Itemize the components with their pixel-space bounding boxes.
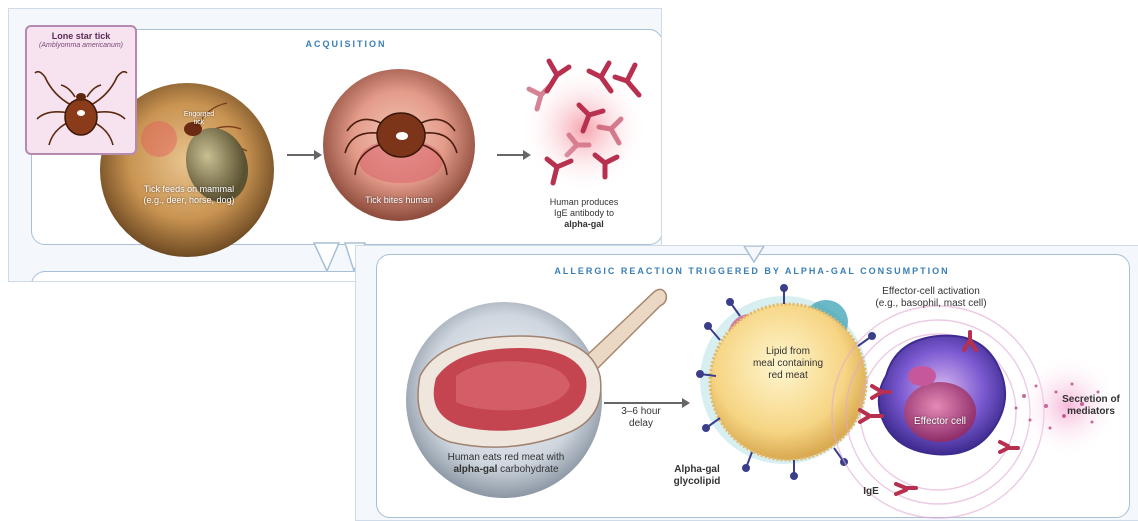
ige-label: IgE [856,486,886,497]
delay-line1: 3–6 hour [608,406,674,418]
meat-caption-rest: carbohydrate [497,464,558,475]
lipid-line3: red meat [740,370,836,382]
lipid-line1: Lipid from [740,346,836,358]
effector-activation-line1: Effector-cell activation [856,286,1006,298]
effector-activation-label: Effector-cell activation (e.g., basophil… [856,286,1006,310]
acquisition-panel: ACQUISITION [8,8,662,282]
meat-caption: Human eats red meat with alpha-gal carbo… [416,452,596,476]
delay-label: 3–6 hour delay [608,406,674,430]
effector-cell-label: Effector cell [900,416,980,427]
lipid-label: Lipid from meal containing red meat [740,346,836,382]
glycolipid-label: Alpha-gal glycolipid [662,464,732,488]
acquisition-connector [9,9,661,281]
rib-bone [584,289,666,372]
secretion-line2: mediators [1056,406,1126,418]
meat-caption-line1: Human eats red meat with [416,452,596,464]
acquisition-lower-frame [31,271,373,282]
reaction-illustration [356,246,1138,520]
glycolipid-line1: Alpha-gal [662,464,732,476]
delay-line2: delay [608,418,674,430]
secretion-label: Secretion of mediators [1056,394,1126,418]
glycolipid-line2: glycolipid [662,476,732,488]
lipid-particle [710,304,866,460]
lipid-line2: meal containing [740,358,836,370]
meat-caption-bold: alpha-gal [453,464,497,475]
secretion-line1: Secretion of [1056,394,1126,406]
effector-activation-line2: (e.g., basophil, mast cell) [856,298,1006,310]
reaction-panel: ALLERGIC REACTION TRIGGERED BY ALPHA-GAL… [355,245,1138,521]
